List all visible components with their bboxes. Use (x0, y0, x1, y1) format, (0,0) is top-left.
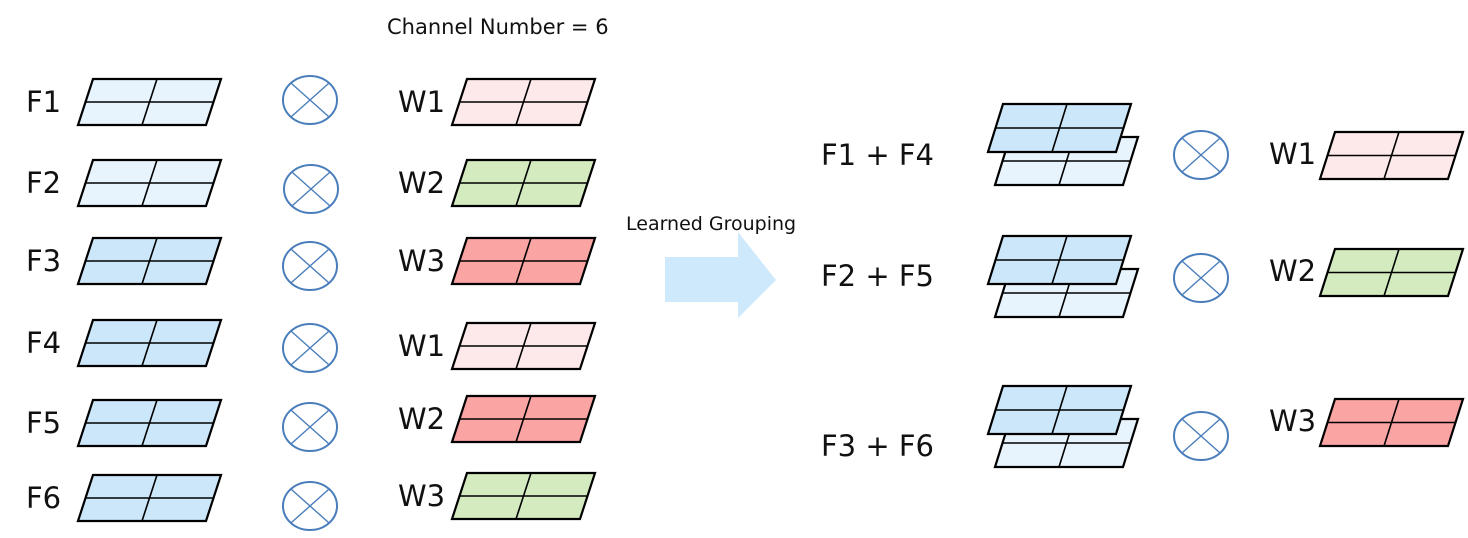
operator-cross-b (290, 488, 330, 524)
weight-label: W2 (398, 166, 445, 200)
learned-grouping-transition: Learned Grouping (626, 213, 796, 318)
weight-kernel (450, 471, 597, 521)
feature-map (76, 236, 223, 286)
channel-row: F1 W1 (26, 75, 597, 127)
grouped-row: F1 + F4 W1 (821, 102, 1465, 187)
weight-label: W2 (1269, 254, 1316, 288)
grid-divider-v (141, 78, 158, 126)
grid-divider-v (141, 159, 158, 207)
feature-map-front (986, 102, 1133, 154)
grid-divider-v (515, 395, 532, 443)
operator-cross-b (290, 409, 330, 445)
feature-map (76, 473, 223, 523)
weight-kernel (450, 77, 597, 127)
weight-kernel (450, 236, 597, 286)
stacked-feature-maps (986, 102, 1140, 187)
grid-divider-v (1383, 131, 1400, 180)
learned-grouping-label: Learned Grouping (626, 213, 796, 235)
circled-times-icon (1173, 130, 1229, 180)
weight-kernel (450, 321, 597, 371)
group-label: F2 + F5 (821, 259, 934, 293)
weight-label: W3 (1269, 404, 1316, 438)
grid-divider-v (1051, 235, 1068, 285)
grid-divider-v (1051, 385, 1068, 435)
operator-cross-b (291, 171, 331, 207)
channel-row: F5 W2 (26, 394, 597, 452)
operator-cross-b (1181, 418, 1221, 454)
feature-label: F6 (26, 481, 61, 515)
channel-row: F3 W3 (26, 236, 597, 291)
feature-map (76, 77, 223, 127)
stacked-feature-maps (986, 234, 1140, 319)
weight-label: W3 (398, 479, 445, 513)
circled-times-icon (282, 75, 338, 125)
feature-map-front (986, 384, 1133, 436)
feature-map (76, 158, 223, 208)
circled-times-icon (282, 402, 338, 452)
weight-label: W1 (398, 329, 445, 363)
channel-row: F2 W2 (26, 158, 597, 214)
grid-divider-v (141, 474, 158, 522)
weight-kernel (450, 394, 597, 444)
weight-kernel (1318, 247, 1465, 298)
grouped-row: F2 + F5 W2 (821, 234, 1465, 319)
grid-divider-v (515, 78, 532, 126)
feature-label: F5 (26, 406, 61, 440)
operator-cross-b (290, 330, 330, 366)
feature-map (76, 318, 223, 368)
weight-kernel (450, 158, 597, 208)
grouped-row: F3 + F6 W3 (821, 384, 1465, 469)
circled-times-icon (283, 164, 339, 214)
weight-kernel (1318, 397, 1465, 448)
feature-map-front (986, 234, 1133, 286)
grid-divider-v (1383, 248, 1400, 297)
feature-label: F1 (26, 85, 61, 119)
feature-label: F3 (26, 244, 61, 278)
circled-times-icon (282, 481, 338, 531)
grid-divider-v (515, 237, 532, 285)
circled-times-icon (1173, 411, 1229, 461)
diagram-title: Channel Number = 6 (387, 15, 609, 39)
weight-kernel (1318, 130, 1465, 181)
weight-label: W1 (1269, 137, 1316, 171)
feature-label: F2 (26, 166, 61, 200)
grid-divider-v (1051, 103, 1068, 153)
operator-cross-b (1181, 137, 1221, 173)
grid-divider-v (141, 319, 158, 367)
grid-divider-v (515, 472, 532, 520)
circled-times-icon (1173, 253, 1229, 303)
circled-times-icon (282, 241, 338, 291)
grid-divider-v (141, 399, 158, 447)
operator-cross-b (1181, 260, 1221, 296)
weight-label: W2 (398, 402, 445, 436)
channel-row: F4 W1 (26, 318, 597, 373)
operator-cross-b (290, 248, 330, 284)
stacked-feature-maps (986, 384, 1140, 469)
feature-map (76, 398, 223, 448)
feature-label: F4 (26, 326, 61, 360)
grid-divider-v (515, 322, 532, 370)
operator-cross-b (290, 82, 330, 118)
block-arrow-right-icon (665, 232, 776, 318)
grouped-channels: F1 + F4 W1 F2 + F5 W2 F3 + F6 W3 (821, 102, 1465, 469)
weight-label: W3 (398, 244, 445, 278)
group-label: F3 + F6 (821, 429, 934, 463)
circled-times-icon (282, 323, 338, 373)
grid-divider-v (515, 159, 532, 207)
grid-divider-v (141, 237, 158, 285)
weight-label: W1 (398, 85, 445, 119)
group-label: F1 + F4 (821, 138, 934, 172)
grid-divider-v (1383, 398, 1400, 447)
channel-row: F6 W3 (26, 471, 597, 531)
